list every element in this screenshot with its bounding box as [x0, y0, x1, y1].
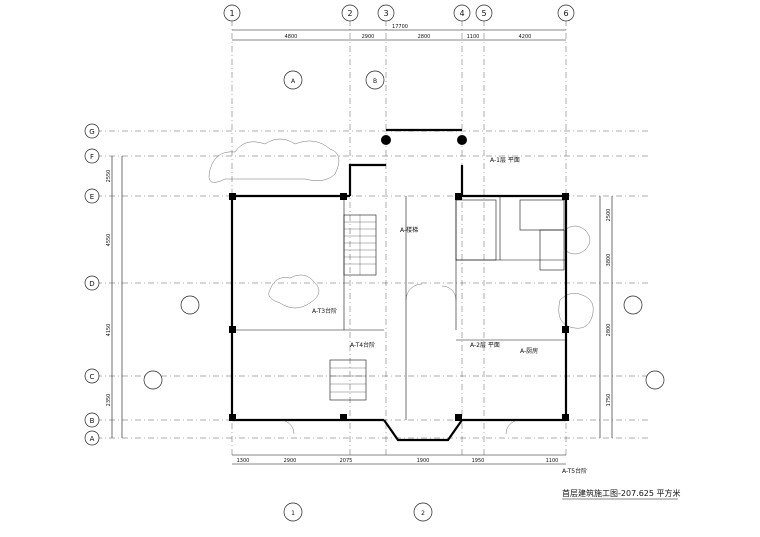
right-dimensions: 2500 3800 2800 1750: [599, 196, 613, 438]
svg-text:4800: 4800: [285, 34, 298, 40]
svg-text:3800: 3800: [606, 254, 612, 267]
stair-label: A-楼梯: [400, 226, 418, 234]
exterior-walls: [230, 128, 568, 442]
porch-label: A-T4台阶: [350, 341, 375, 349]
axis-label-c: C: [90, 373, 95, 381]
svg-text:1300: 1300: [237, 458, 250, 464]
porch-steps: [329, 359, 367, 401]
landscape-shrubs: [208, 138, 594, 329]
axis-bubble-5: [475, 4, 493, 22]
axis-label-2: 2: [347, 9, 352, 18]
living-label: A-T3台阶: [312, 307, 337, 315]
door-swings: [279, 283, 521, 435]
overall-dimension: 17700: [392, 24, 408, 30]
axis-label-d: D: [89, 280, 94, 288]
axis-bubble-6: [557, 4, 575, 22]
axis-bubble-4: [453, 4, 471, 22]
section-markers: A B 1 2: [143, 70, 665, 522]
svg-text:2500: 2500: [606, 209, 612, 222]
step-label: A-T5台阶: [562, 467, 587, 475]
axis-label-e: E: [90, 193, 94, 201]
top-dimensions: 17700 4800 2900 2800 1100 4200: [232, 24, 566, 41]
svg-text:2800: 2800: [418, 34, 431, 40]
drawing-title: 首层建筑施工图-207.625 平方米: [562, 488, 681, 498]
svg-text:2550: 2550: [106, 170, 112, 183]
hall-label: A-2层 平面: [470, 342, 500, 349]
svg-text:2900: 2900: [284, 458, 297, 464]
axis-bubble-1: [223, 4, 241, 22]
interior-walls: [232, 196, 566, 420]
svg-text:4200: 4200: [519, 34, 532, 40]
svg-text:B: B: [373, 78, 377, 85]
svg-text:1100: 1100: [546, 458, 559, 464]
column-axis-bubbles: 1 2 3 4 5 6: [223, 4, 575, 22]
kitchen-label: A-厨房: [520, 347, 538, 355]
svg-text:A: A: [291, 78, 296, 85]
axis-label-1: 1: [229, 9, 234, 18]
svg-text:1100: 1100: [467, 34, 480, 40]
bottom-dimensions: 1300 2900 2075 1900 1950 1100: [232, 454, 566, 465]
wing-label: A-1层 平面: [490, 157, 520, 164]
stair: [343, 214, 377, 276]
axis-label-4: 4: [459, 9, 464, 18]
axis-label-3: 3: [383, 9, 388, 18]
axis-label-6: 6: [563, 9, 568, 18]
svg-text:2: 2: [421, 510, 425, 517]
svg-text:4550: 4550: [106, 234, 112, 247]
structural-columns: [229, 135, 569, 421]
svg-text:1900: 1900: [417, 458, 430, 464]
axis-label-g: G: [89, 128, 94, 136]
svg-text:2350: 2350: [106, 394, 112, 407]
svg-text:4150: 4150: [106, 324, 112, 337]
axis-label-b: B: [90, 417, 95, 425]
room-labels: A-楼梯 A-1层 平面 A-T3台阶 A-T4台阶 A-2层 平面 A-厨房 …: [312, 157, 587, 475]
svg-text:1750: 1750: [606, 394, 612, 407]
axis-label-f: F: [90, 153, 94, 161]
svg-text:1: 1: [291, 510, 295, 517]
axis-label-a: A: [90, 435, 95, 443]
grid-lines: [96, 20, 650, 455]
axis-bubble-2: [341, 4, 359, 22]
axis-bubble-3: [377, 4, 395, 22]
svg-text:2900: 2900: [362, 34, 375, 40]
row-axis-bubbles: G F E D C B A: [84, 123, 100, 446]
svg-text:1950: 1950: [472, 458, 485, 464]
svg-text:2800: 2800: [606, 324, 612, 337]
left-dimensions: 2550 4550 4150 2350: [106, 156, 123, 438]
svg-text:2075: 2075: [340, 458, 353, 464]
axis-label-5: 5: [481, 9, 486, 18]
